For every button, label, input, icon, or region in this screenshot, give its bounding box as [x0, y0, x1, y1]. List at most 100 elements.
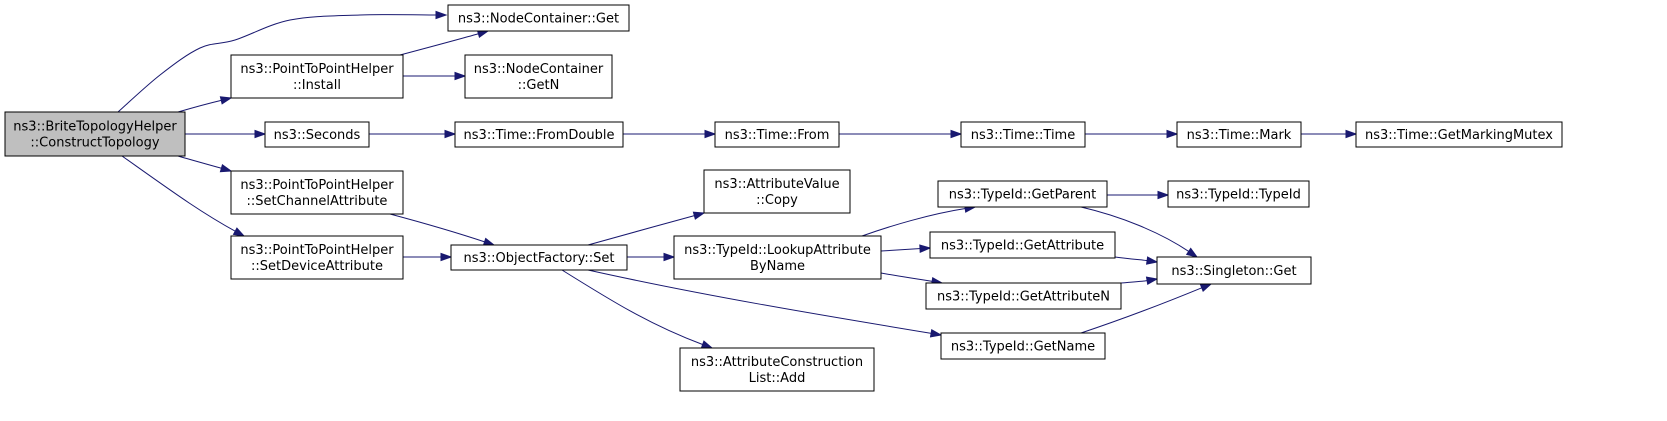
node-attrvalue-copy[interactable]: ns3::AttributeValue::Copy: [703, 169, 851, 214]
node-label: ns3::Time::FromDouble: [464, 128, 615, 143]
node-box: [1355, 121, 1563, 148]
node-time-fromdouble[interactable]: ns3::Time::FromDouble: [454, 121, 624, 148]
edge-seconds-to-time-fromdouble: [369, 129, 457, 139]
arrowhead: [232, 227, 246, 237]
node-label: ByName: [750, 259, 805, 274]
node-time-from[interactable]: ns3::Time::From: [714, 121, 840, 148]
edge-line: [880, 248, 922, 252]
edge-p2p-setdeviceattr-to-objfactory-set: [402, 252, 453, 262]
node-typeid-typeid[interactable]: ns3::TypeId::TypeId: [1167, 180, 1310, 208]
node-label: ns3::NodeContainer::Get: [458, 12, 619, 27]
node-label: ns3::PointToPointHelper: [240, 62, 394, 77]
node-p2p-setdeviceattr[interactable]: ns3::PointToPointHelper::SetDeviceAttrib…: [230, 235, 404, 280]
node-label: ns3::Time::Mark: [1187, 128, 1292, 143]
node-typeid-getname[interactable]: ns3::TypeId::GetName: [940, 332, 1106, 360]
edge-typeid-lookup-to-typeid-getparent: [861, 204, 977, 237]
arrowhead: [950, 129, 963, 139]
edge-time-time-to-time-mark: [1085, 129, 1179, 139]
node-label: ns3::BriteTopologyHelper: [13, 120, 177, 135]
node-box: [230, 54, 404, 99]
arrowhead: [219, 163, 233, 173]
edge-line: [561, 269, 704, 346]
node-typeid-getparent[interactable]: ns3::TypeId::GetParent: [937, 180, 1108, 208]
node-label: ns3::Seconds: [274, 128, 361, 143]
node-label: ns3::TypeId::GetParent: [949, 188, 1097, 203]
edge-line: [861, 207, 967, 237]
edge-line: [880, 272, 934, 283]
edge-construct-to-p2p-install: [177, 96, 233, 113]
edge-line: [117, 14, 438, 113]
node-box: [1156, 256, 1312, 285]
node-label: ns3::ObjectFactory::Set: [463, 251, 614, 266]
node-label: ::GetN: [518, 78, 560, 93]
edge-construct-to-seconds: [185, 129, 267, 139]
node-label: ns3::TypeId::GetName: [951, 340, 1095, 355]
arrowhead: [692, 211, 706, 220]
edge-objfactory-set-to-attrconst-add: [561, 269, 714, 349]
arrowhead: [700, 340, 714, 349]
node-objfactory-set[interactable]: ns3::ObjectFactory::Set: [450, 244, 628, 271]
node-construct[interactable]: ns3::BriteTopologyHelper::ConstructTopol…: [4, 111, 186, 157]
edges-layer: [117, 10, 1358, 349]
arrowhead: [929, 329, 943, 338]
edge-line: [389, 213, 486, 243]
node-label: ns3::TypeId::LookupAttribute: [684, 243, 871, 258]
edge-objfactory-set-to-typeid-getname: [587, 269, 943, 338]
edge-line: [121, 155, 237, 233]
node-time-getmarkingmutex[interactable]: ns3::Time::GetMarkingMutex: [1355, 121, 1563, 148]
arrowhead: [435, 10, 448, 20]
edge-p2p-install-to-nc-getn: [402, 71, 467, 81]
node-time-mark[interactable]: ns3::Time::Mark: [1176, 121, 1302, 148]
node-p2p-install[interactable]: ns3::PointToPointHelper::Install: [230, 54, 404, 99]
edge-p2p-setchannelattr-to-objfactory-set: [389, 213, 496, 246]
edge-line: [587, 269, 933, 335]
node-box: [703, 169, 851, 214]
node-seconds[interactable]: ns3::Seconds: [264, 121, 370, 148]
node-p2p-setchannelattr[interactable]: ns3::PointToPointHelper::SetChannelAttri…: [230, 170, 404, 215]
edge-objfactory-set-to-typeid-lookup: [626, 252, 676, 262]
node-box: [679, 347, 875, 392]
edge-p2p-install-to-nc-get: [399, 29, 490, 56]
arrowhead: [444, 129, 457, 139]
node-box: [929, 231, 1116, 259]
node-box: [714, 121, 840, 148]
node-typeid-getattributen[interactable]: ns3::TypeId::GetAttributeN: [925, 282, 1122, 310]
edge-typeid-getattribute-to-singleton-get: [1114, 256, 1159, 265]
node-singleton-get[interactable]: ns3::Singleton::Get: [1156, 256, 1312, 285]
node-label: ns3::TypeId::GetAttribute: [941, 239, 1104, 254]
node-typeid-getattribute[interactable]: ns3::TypeId::GetAttribute: [929, 231, 1116, 259]
arrowhead: [1166, 129, 1179, 139]
arrowhead: [1199, 283, 1213, 292]
node-label: List::Add: [749, 371, 806, 386]
node-box: [4, 111, 186, 157]
edge-typeid-lookup-to-typeid-getattribute: [880, 244, 932, 253]
edge-line: [177, 99, 223, 113]
edge-construct-to-p2p-setdeviceattr: [121, 155, 246, 237]
edge-time-mark-to-time-getmarkingmutex: [1301, 129, 1358, 139]
node-box: [230, 235, 404, 280]
node-box: [447, 4, 630, 32]
arrowhead: [1185, 247, 1199, 258]
node-box: [1176, 121, 1302, 148]
edge-typeid-getname-to-singleton-get: [1080, 283, 1213, 334]
arrowhead: [1157, 190, 1170, 200]
edge-line: [1114, 256, 1149, 262]
node-box: [230, 170, 404, 215]
node-nc-getn[interactable]: ns3::NodeContainer::GetN: [464, 54, 613, 99]
edge-time-fromdouble-to-time-from: [623, 129, 717, 139]
edge-typeid-getparent-to-typeid-typeid: [1107, 190, 1170, 200]
node-label: ns3::Singleton::Get: [1171, 264, 1296, 279]
arrowhead: [1345, 129, 1358, 139]
node-label: ::SetChannelAttribute: [247, 194, 388, 209]
node-nc-get[interactable]: ns3::NodeContainer::Get: [447, 4, 630, 32]
node-box: [940, 332, 1106, 360]
arrowhead: [1146, 256, 1159, 265]
arrowhead: [663, 252, 676, 262]
edge-typeid-getparent-to-singleton-get: [1080, 206, 1199, 258]
node-label: ::SetDeviceAttribute: [251, 259, 383, 274]
node-time-time[interactable]: ns3::Time::Time: [960, 121, 1086, 148]
node-label: ::Copy: [756, 193, 798, 208]
